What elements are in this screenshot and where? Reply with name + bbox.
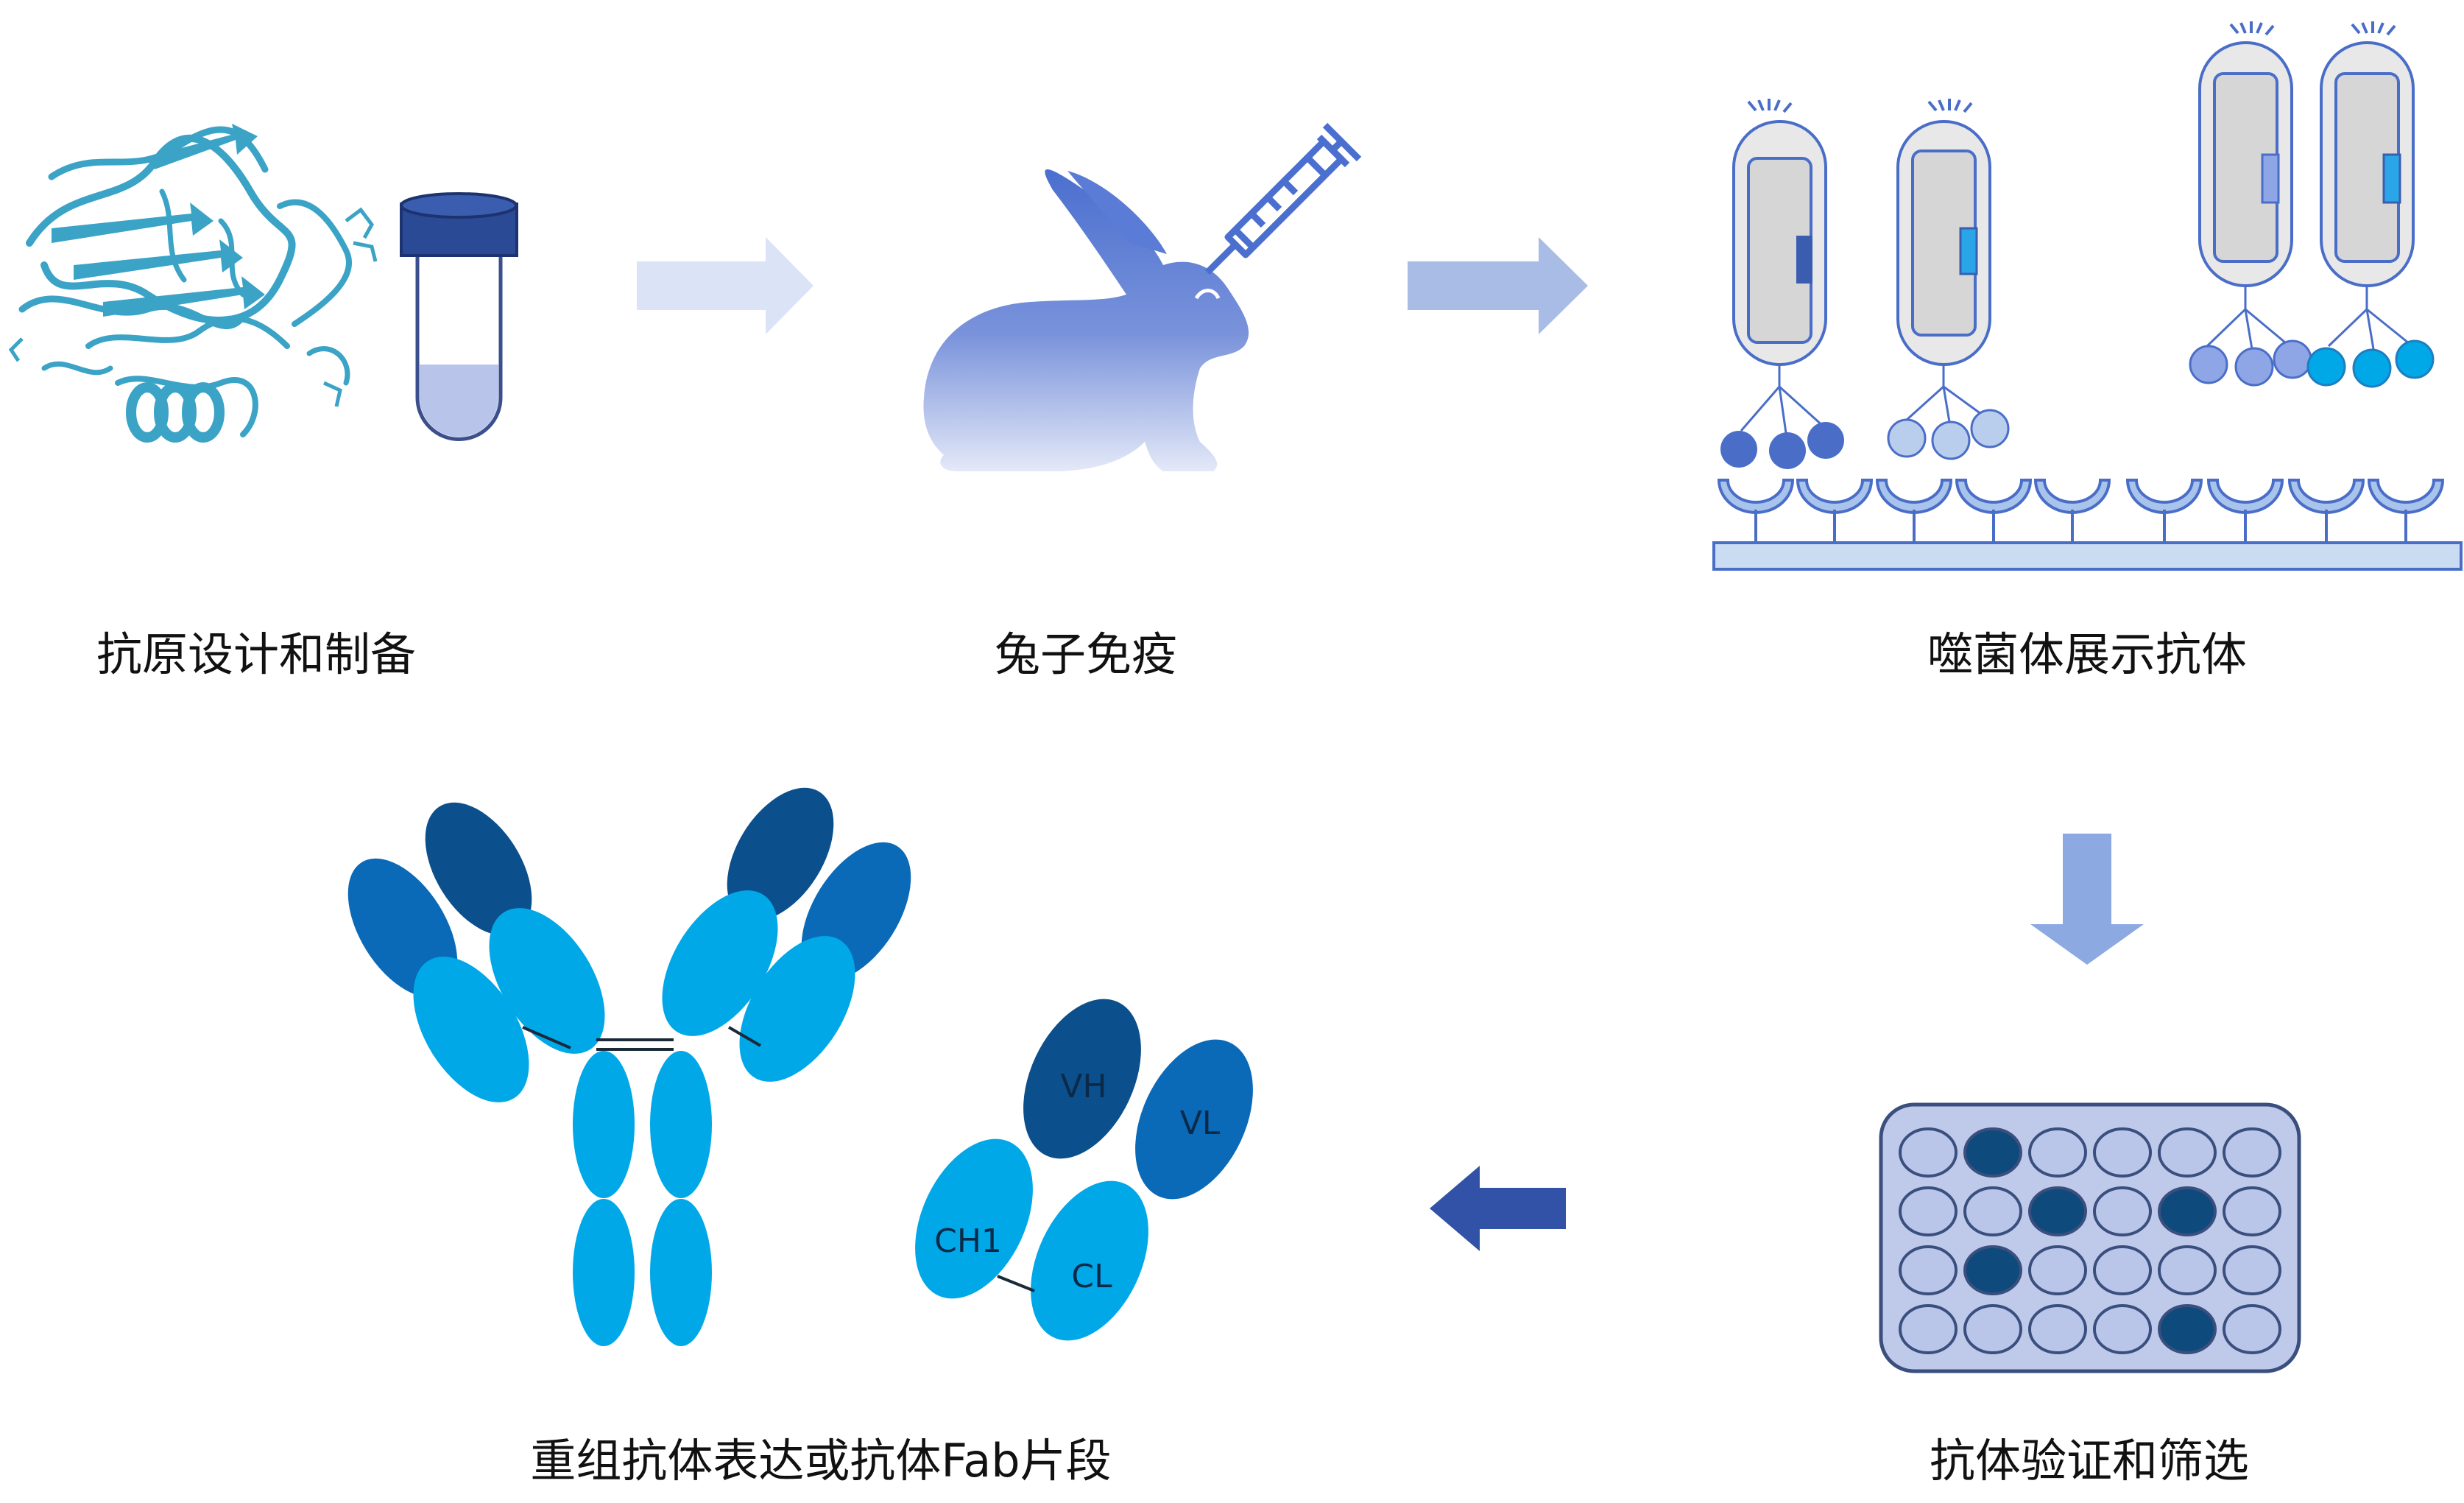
fab-cl-domain [1031,1180,1148,1341]
well [2093,1304,2152,1354]
well [1899,1245,1958,1295]
step-label-immunize: 兔子免疫 [995,627,1177,681]
well [2223,1304,2281,1354]
syringe-icon [1204,122,1362,275]
well [2028,1245,2087,1295]
arrow-screen-to-express [1430,1166,1566,1251]
well [2093,1127,2152,1178]
receptor-cup [2033,479,2111,514]
well-positive [2028,1186,2087,1236]
fab-ch1-domain [915,1138,1033,1299]
well [2028,1304,2087,1354]
receptor-cup [2125,479,2203,514]
arrow-antigen-to-immunize [637,237,813,334]
arrow-immunize-to-phage [1408,237,1588,334]
phage-2 [1887,99,2010,460]
phage-group-right [2189,21,2435,388]
step-label-express: 重组抗体表达或抗体Fab片段 [530,1434,1111,1488]
fab-cl-label: CL [1071,1258,1112,1295]
phage-3 [2189,21,2312,387]
fab-fragment: VH VL CH1 CL [915,999,1253,1341]
well-positive [2158,1186,2217,1236]
rabbit-icon [923,169,1249,471]
well [1963,1304,2022,1354]
arrow-phage-to-screen [2030,834,2144,965]
well [2223,1186,2281,1236]
step-label-phage: 噬菌体展示抗体 [1927,627,2247,681]
well [2093,1245,2152,1295]
receptor-cup [1955,479,2033,514]
well [2158,1245,2217,1295]
fab-vh-domain [1023,999,1141,1159]
igg-antibody [347,787,911,1346]
fab-vl-label: VL [1180,1105,1221,1142]
receptor-cup [1796,479,1874,514]
well [2028,1127,2087,1178]
well [2158,1127,2217,1178]
step-label-screen: 抗体验证和筛选 [1930,1434,2249,1488]
phage-group-left [1720,99,2010,469]
receptor-cup [2287,479,2365,514]
receptor-cup [2367,479,2445,514]
well-plate [1879,1102,2301,1373]
step-label-antigen: 抗原设计和制备 [96,627,416,681]
well [2223,1245,2281,1295]
fab-vh-label: VH [1060,1068,1106,1105]
antigen-side-chains [8,207,378,407]
antigen-beta-sheets [52,124,265,317]
well-positive [1963,1245,2022,1295]
phage-4 [2306,21,2435,388]
well [1899,1304,1958,1354]
well [1963,1186,2022,1236]
well-positive [1963,1127,2022,1178]
well [1899,1186,1958,1236]
well [2093,1186,2152,1236]
well-positive [2158,1304,2217,1354]
binding-surface [1712,479,2463,571]
phage-1 [1720,99,1844,469]
well [2223,1127,2281,1178]
receptor-cup [2206,479,2284,514]
well [1899,1127,1958,1178]
sample-tube [400,192,518,441]
receptor-cup [1717,479,1795,514]
receptor-cup [1875,479,1953,514]
fab-vl-domain [1135,1039,1253,1200]
fab-ch1-label: CH1 [934,1222,1002,1260]
antigen-helix [126,382,225,443]
